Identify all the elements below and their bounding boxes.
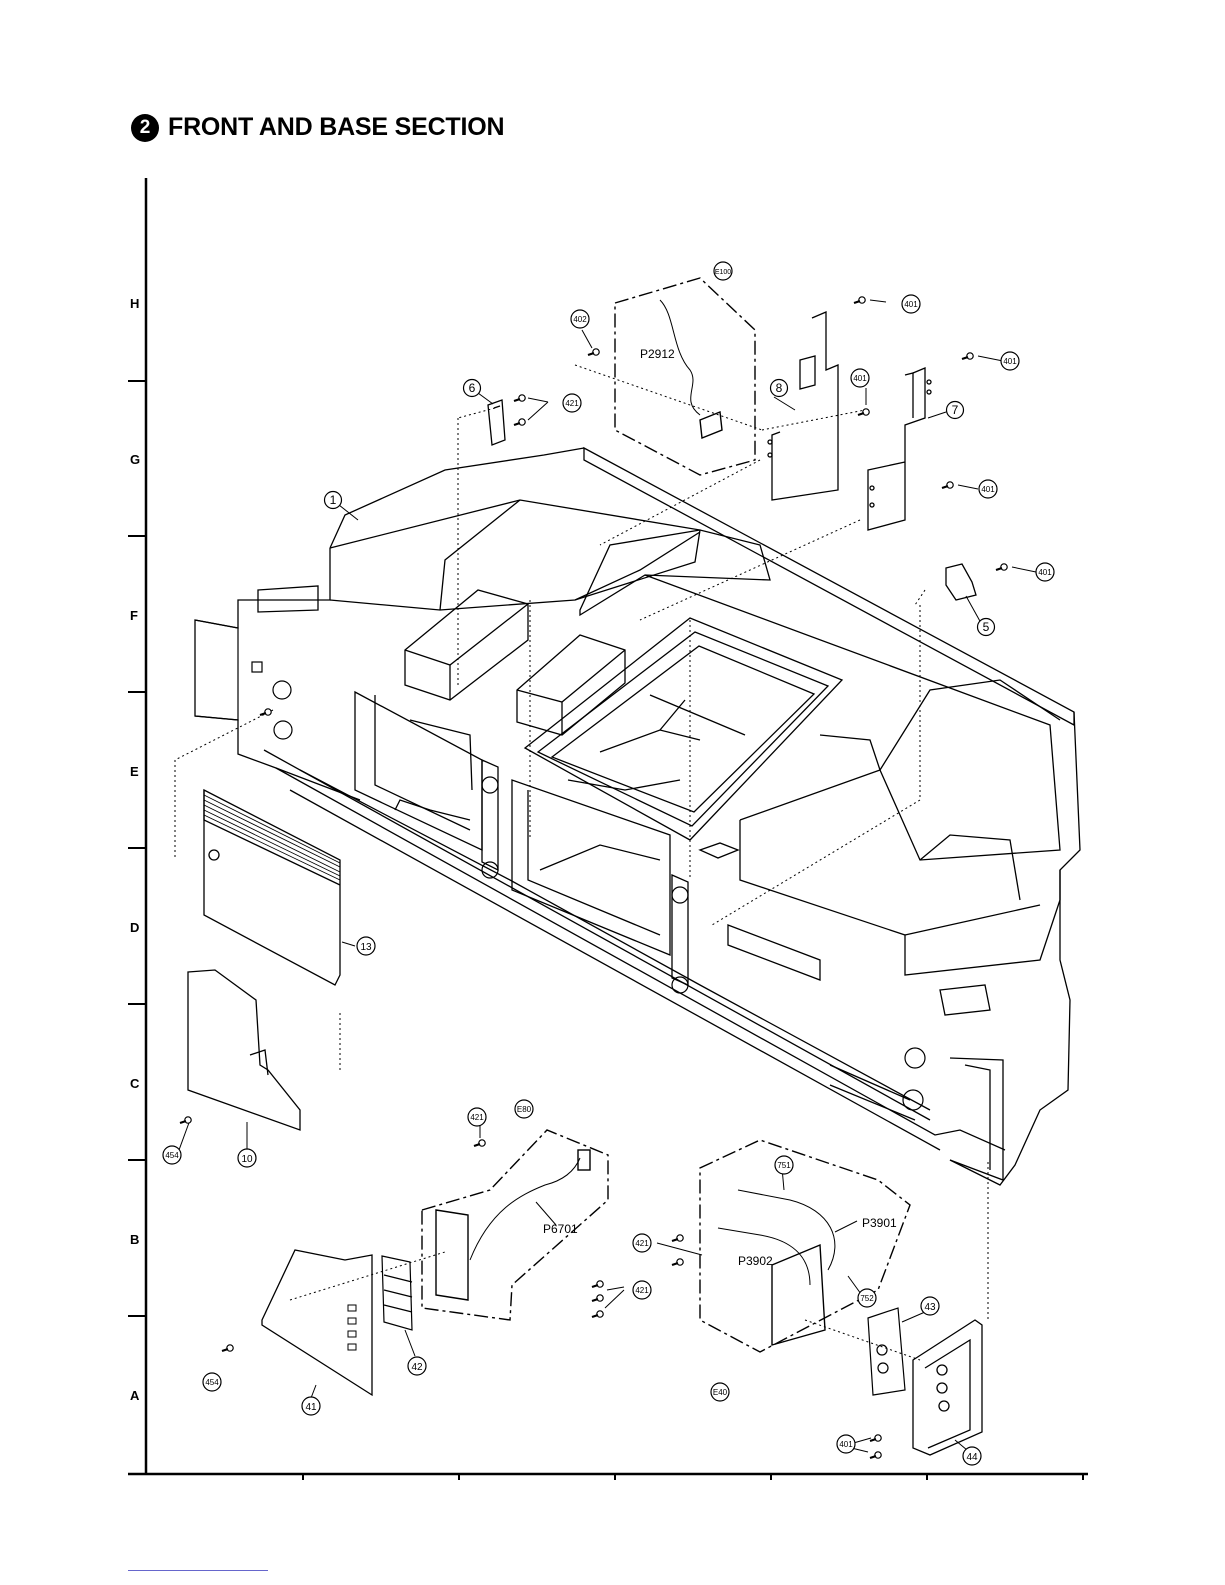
- callout-1-label: 1: [330, 493, 337, 507]
- part-41: [262, 1250, 372, 1395]
- callout-401-c-label: 401: [853, 374, 867, 383]
- row-label-b: B: [130, 1232, 139, 1247]
- callout-751-label: 751: [777, 1161, 791, 1170]
- callout-8-label: 8: [776, 381, 783, 395]
- callout-6-label: 6: [469, 381, 476, 395]
- bracket-6: [488, 400, 505, 445]
- cabinet-base: [195, 448, 1080, 1185]
- callout-752-label: 752: [860, 1294, 874, 1303]
- connector-p6701: P6701: [543, 1222, 578, 1236]
- frame-ticks: [128, 381, 1083, 1480]
- part-5: [946, 564, 976, 600]
- callout-43-label: 43: [924, 1302, 936, 1313]
- callout-401-f-label: 401: [839, 1440, 853, 1449]
- bracket-7: [868, 368, 931, 530]
- callout-e80-label: E80: [517, 1105, 532, 1114]
- callout-e40-label: E40: [713, 1388, 728, 1397]
- part-44: [913, 1320, 982, 1455]
- connector-p3901: P3901: [862, 1216, 897, 1230]
- callout-44-label: 44: [966, 1452, 978, 1463]
- speaker-ports: [273, 681, 925, 1110]
- bracket-8: [768, 312, 838, 500]
- board-e100: [615, 278, 755, 475]
- part-43: [868, 1308, 905, 1395]
- row-label-d: D: [130, 920, 139, 935]
- callout-421-b-label: 421: [470, 1113, 484, 1122]
- board-e80: [422, 1130, 608, 1320]
- callouts: [163, 262, 1054, 1465]
- callout-401-b-label: 401: [1003, 357, 1017, 366]
- row-label-g: G: [130, 452, 140, 467]
- callout-454-b-label: 454: [205, 1378, 219, 1387]
- callout-454-a-label: 454: [165, 1151, 179, 1160]
- part-13-grille: [204, 790, 340, 985]
- callout-7-label: 7: [952, 403, 959, 417]
- callout-401-d-label: 401: [981, 485, 995, 494]
- row-label-f: F: [130, 608, 138, 623]
- callout-401-a-label: 401: [904, 300, 918, 309]
- callout-41-label: 41: [305, 1402, 317, 1413]
- part-10: [188, 970, 300, 1130]
- footer-rule: [128, 1570, 268, 1571]
- screws: [180, 297, 1007, 1458]
- row-label-c: C: [130, 1076, 140, 1091]
- row-label-e: E: [130, 764, 139, 779]
- row-label-a: A: [130, 1388, 140, 1403]
- callout-labels: 1 6 8 7 5 13 10 41 42 43 44 751 752 401 …: [165, 269, 1052, 1463]
- callout-421-d-label: 421: [635, 1239, 649, 1248]
- alignment-lines: [175, 365, 988, 1360]
- callout-e100-label: E100: [715, 269, 731, 276]
- callout-5-label: 5: [983, 620, 990, 634]
- callout-401-e-label: 401: [1038, 568, 1052, 577]
- connector-p2912: P2912: [640, 347, 675, 361]
- callout-10-label: 10: [241, 1154, 253, 1165]
- callout-421-a-label: 421: [565, 399, 579, 408]
- callout-42-label: 42: [411, 1362, 423, 1373]
- row-label-h: H: [130, 296, 139, 311]
- callout-13-label: 13: [360, 942, 372, 953]
- callout-421-c-label: 421: [635, 1286, 649, 1295]
- left-side-panel: [195, 620, 262, 720]
- connector-p3902: P3902: [738, 1254, 773, 1268]
- callout-402-label: 402: [573, 315, 587, 324]
- row-labels: H G F E D C B A: [130, 296, 140, 1403]
